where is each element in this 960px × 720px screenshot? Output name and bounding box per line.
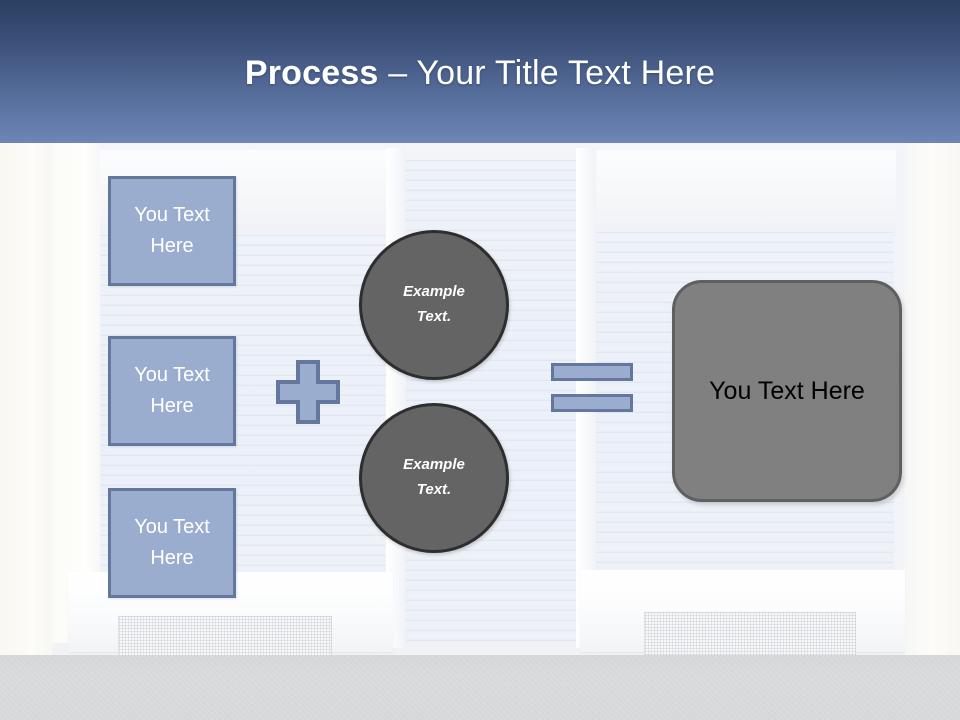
process-circle-2-line2: Text.: [416, 481, 452, 498]
background-pillar-left-inner: [52, 143, 100, 643]
page-title-rest: – Your Title Text Here: [378, 54, 716, 92]
input-box-3[interactable]: You Text Here: [108, 488, 236, 598]
input-box-2-text: You Text Here: [134, 360, 210, 422]
process-circle-1[interactable]: Example Text.: [359, 230, 509, 380]
background-lintel-right: [592, 150, 896, 236]
page-title-emphasis: Process: [244, 54, 379, 92]
background-ground: [0, 655, 960, 720]
slide-header: Process – Your Title Text Here: [0, 0, 960, 143]
input-box-3-text: You Text Here: [134, 512, 210, 574]
input-box-1[interactable]: You Text Here: [108, 176, 236, 286]
background-ground-texture: [0, 655, 960, 720]
equals-icon-bar-bottom: [551, 394, 633, 412]
process-circle-1-line2: Text.: [416, 308, 452, 325]
process-circle-1-line1: Example: [403, 283, 465, 301]
result-box[interactable]: You Text Here: [672, 280, 902, 502]
equals-icon: [551, 363, 633, 413]
result-box-label: You Text Here: [709, 376, 865, 405]
background-pillar-left: [0, 143, 52, 663]
input-box-3-line2: Here: [150, 547, 194, 569]
process-circle-2[interactable]: Example Text.: [359, 403, 509, 553]
page-title: Process – Your Title Text Here: [245, 54, 715, 93]
process-circle-2-line1: Example: [403, 456, 465, 474]
input-box-1-line1: You Text: [134, 204, 210, 226]
background-pillar-right: [905, 143, 960, 663]
equals-icon-bar-top: [551, 363, 633, 381]
input-box-2-line2: Here: [150, 395, 194, 417]
input-box-2-line1: You Text: [134, 364, 210, 386]
input-box-1-line2: Here: [150, 235, 194, 257]
input-box-1-text: You Text Here: [134, 200, 210, 262]
input-box-2[interactable]: You Text Here: [108, 336, 236, 446]
plus-icon: [276, 360, 340, 424]
input-box-3-line1: You Text: [134, 516, 210, 538]
